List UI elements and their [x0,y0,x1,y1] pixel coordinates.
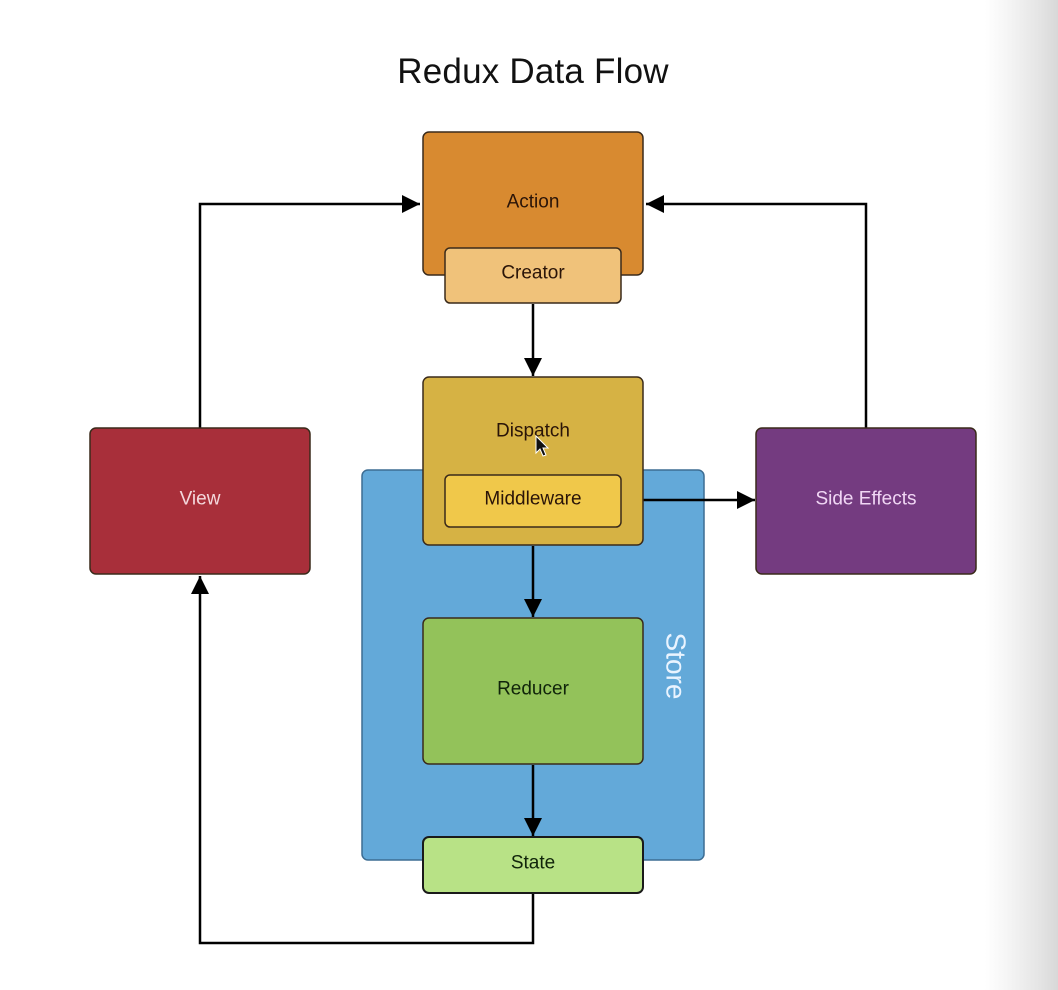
middleware-label: Middleware [484,489,581,510]
edge-view-to-action [198,195,420,428]
middleware-node[interactable]: Middleware [444,474,622,528]
action-node[interactable]: Action [422,131,644,276]
side-effects-label: Side Effects [815,489,916,510]
action-label: Action [507,192,560,213]
store-label: Store [661,633,692,700]
reducer-label: Reducer [497,679,569,700]
view-label: View [180,489,221,510]
view-node[interactable]: View [89,427,311,575]
dispatch-label: Dispatch [496,421,570,442]
side-effects-node[interactable]: Side Effects [755,427,977,575]
reducer-node[interactable]: Reducer [422,617,644,765]
edge-state-to-view [191,576,535,945]
edge-side-effects-to-action [646,195,868,428]
creator-node[interactable]: Creator [444,247,622,304]
state-node[interactable]: State [422,836,644,894]
mouse-cursor-icon [535,434,550,457]
connectors [191,195,868,945]
diagram-title: Redux Data Flow [397,52,669,91]
state-label: State [511,853,555,874]
creator-label: Creator [501,263,565,284]
